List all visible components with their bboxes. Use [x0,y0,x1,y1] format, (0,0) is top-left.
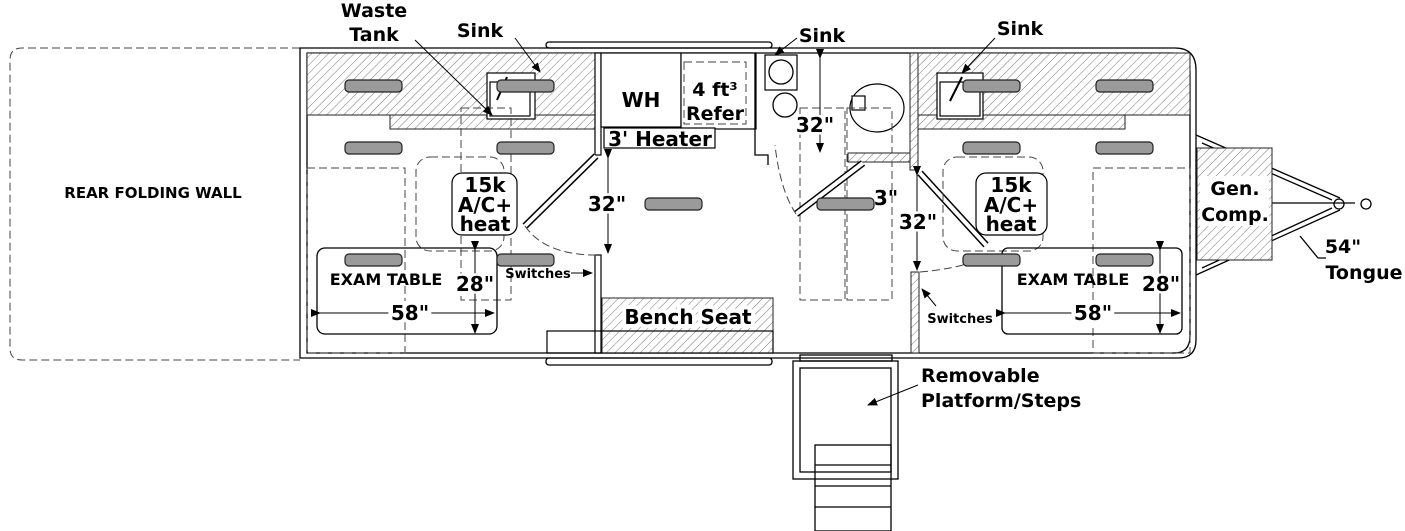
right-partition-bottom [910,271,920,354]
tongue-label: Tongue [1325,262,1402,284]
bath-door-swing [774,144,797,215]
ceiling-lights [344,79,1154,267]
bench-seat-front [546,330,774,354]
heater-label: 3' Heater [608,127,712,151]
switches-right-arrow [921,288,937,307]
hitch-coupler [1360,198,1372,210]
rear-wall-label: REAR FOLDING WALL [64,184,242,202]
shower-drain [772,92,798,118]
removable-platform [792,360,899,480]
awning-top [545,41,773,49]
sink-right-leader [961,37,996,74]
bench-seat-label: Bench Seat [624,305,752,329]
tongue-length-label: 54" [1325,236,1361,258]
rear-folding-wall-outline [9,47,300,361]
table-depth-right: 28" [1142,272,1180,296]
right-ac-unit [975,172,1048,236]
right-faucet [949,76,963,102]
heater [603,127,716,149]
bench-seat [601,297,774,354]
waste-tank-label-2: Tank [349,24,399,46]
generator-label-2: Comp. [1201,204,1269,226]
left-partition-bottom [594,254,602,354]
door-left-width: 32" [588,192,626,216]
bath-sink-basin [768,59,794,85]
right-cabinet-outline [1092,167,1191,354]
bath-shelf [847,152,911,163]
ac-right-label-2: A/C+ [984,193,1038,217]
steps-label-2: Platform/Steps [921,390,1081,412]
refer-label-2: Refer [686,103,745,125]
refrigerator [680,52,757,130]
sink-bath-leader [774,37,798,56]
bath-tray-left [799,107,846,301]
ac-right-label-3: heat [986,212,1037,236]
trailer-outer-wall [299,47,1197,359]
hitch-jack [1333,198,1345,210]
table-depth-left: 28" [456,272,494,296]
sink-right-label: Sink [997,18,1044,40]
right-exam-table [1001,247,1183,335]
waste-tank-leader [414,39,493,116]
ac-left-label-2: A/C+ [458,193,512,217]
wall-gap-label: 3" [874,186,898,210]
exam-table-right-label: EXAM TABLE [1017,270,1130,289]
left-partition-top [594,52,602,156]
generator-label-1: Gen. [1210,178,1259,200]
left-ac-unit [451,172,518,236]
awning-bottom [545,357,773,366]
toilet-tank [851,95,866,111]
left-exam-table [316,247,498,335]
table-length-right: 58" [1074,301,1112,325]
right-partition-top [909,52,919,171]
bath-wall [754,53,769,165]
refer-label-1: 4 ft³ [692,79,738,101]
sink-left-label: Sink [457,20,504,42]
steps-leader [867,384,919,406]
door-right-width: 32" [899,210,937,234]
switches-right-label: Switches [927,312,993,327]
ac-left-label-1: 15k [464,173,506,197]
water-heater [600,52,682,128]
switches-left-label: Switches [505,267,571,282]
waste-tank-label: Waste [341,0,407,22]
water-heater-label: WH [622,88,661,112]
sink-left-leader [514,37,541,73]
exam-table-left-label: EXAM TABLE [330,270,443,289]
steps-label-1: Removable [921,365,1040,387]
sink-bath-label: Sink [799,25,846,47]
left-cabinet-outline [306,167,406,354]
steps [814,444,892,531]
ac-right-label-1: 15k [990,173,1032,197]
ac-left-label-3: heat [460,212,511,236]
table-length-left: 58" [391,301,429,325]
bath-width-label: 32" [796,113,834,137]
left-door-swing [524,225,597,256]
